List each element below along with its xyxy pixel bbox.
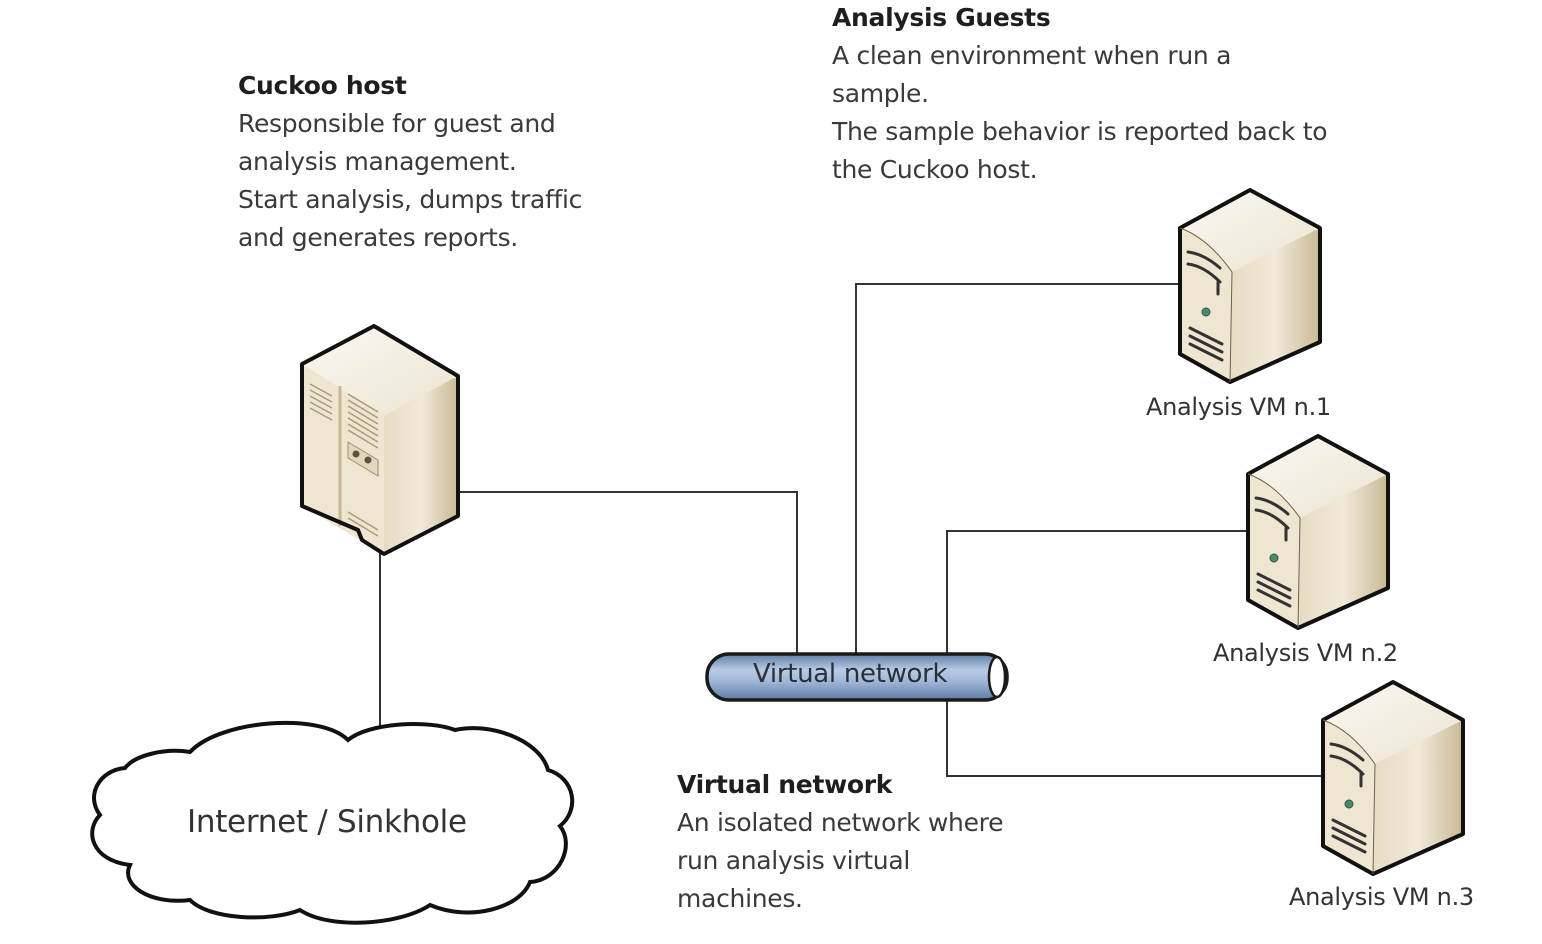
analysis-guests-line: sample. [832, 79, 929, 108]
virtual-network-line: machines. [677, 884, 803, 913]
virtual-network-line: run analysis virtual [677, 846, 911, 875]
connector-network-to-vm2 [946, 530, 1250, 656]
analysis-guests-title: Analysis Guests [832, 3, 1051, 32]
network-pipe-label: Virtual network [753, 659, 948, 689]
desktop-tower-icon [1321, 680, 1465, 876]
analysis-guests-line: The sample behavior is reported back to [832, 117, 1328, 146]
cuckoo-host-line: and generates reports. [238, 223, 518, 252]
cuckoo-host-line: Start analysis, dumps traffic [238, 185, 583, 214]
virtual-network-description: Virtual network An isolated network wher… [677, 766, 1003, 918]
cloud-label: Internet / Sinkhole [187, 804, 467, 840]
cuckoo-host-line: analysis management. [238, 147, 517, 176]
cuckoo-host-line: Responsible for guest and [238, 109, 556, 138]
desktop-tower-icon [1246, 434, 1390, 630]
vm-label-2: Analysis VM n.2 [1213, 639, 1398, 667]
cuckoo-host-description: Cuckoo host Responsible for guest and an… [238, 67, 582, 257]
vm-label-3: Analysis VM n.3 [1289, 883, 1474, 911]
connectors [379, 283, 1326, 777]
vm-label-1: Analysis VM n.1 [1146, 393, 1331, 421]
analysis-guests-line: the Cuckoo host. [832, 155, 1038, 184]
desktop-tower-icon [1178, 188, 1322, 384]
cuckoo-host-title: Cuckoo host [238, 71, 407, 100]
analysis-guests-line: A clean environment when run a [832, 41, 1232, 70]
virtual-network-line: An isolated network where [677, 808, 1004, 837]
connector-network-to-vm3 [946, 700, 1326, 777]
cloud-icon [90, 720, 575, 925]
network-pipe-icon [705, 652, 1009, 702]
server-tower-icon [300, 324, 460, 556]
connector-network-to-vm1 [855, 283, 1182, 656]
connector-host-to-network [457, 491, 798, 656]
virtual-network-title: Virtual network [677, 770, 893, 799]
analysis-guests-description: Analysis Guests A clean environment when… [832, 0, 1327, 189]
